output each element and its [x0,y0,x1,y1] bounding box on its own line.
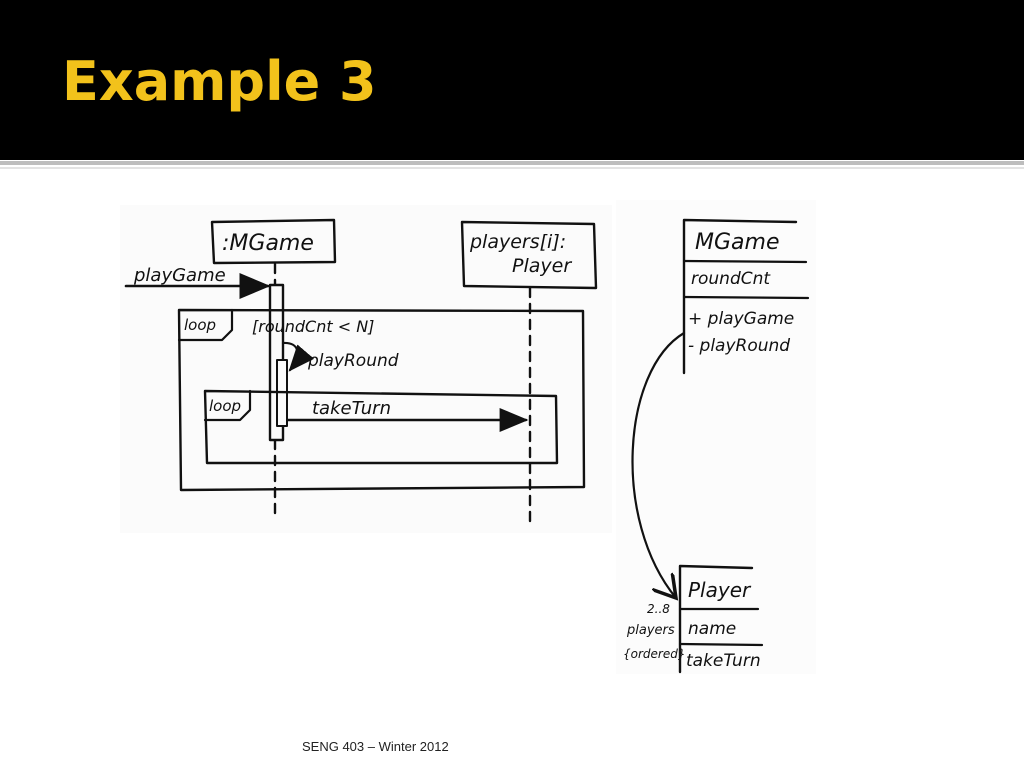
header-divider-shadow [0,167,1024,169]
mgame-lifeline-label: :MGame [222,231,314,256]
outer-loop-label: loop [184,316,216,334]
slide-footer: SENG 403 – Winter 2012 [302,739,449,754]
player-lifeline-box [460,220,598,290]
player-operation: takeTurn [686,651,761,671]
outer-loop-guard: [roundCnt < N] [252,317,374,336]
class-diagram [631,218,810,674]
sequence-diagram [124,218,598,524]
mgame-attr-divider [682,295,810,300]
slide-header [0,0,1024,160]
mgame-lifeline-box [210,218,337,265]
slide-title: Example 3 [62,50,377,113]
play-round-label: playRound [307,351,399,371]
mgame-name-divider [682,259,808,264]
mgame-operation-2: - playRound [688,336,790,356]
player-lifeline-label-line2: Player [512,255,572,277]
header-divider [0,161,1024,165]
inner-loop-label: loop [209,397,241,415]
mgame-class-name: MGame [695,230,779,255]
player-class-name: Player [688,578,752,602]
play-round-arrow [281,341,315,372]
mgame-attribute: roundCnt [691,269,771,289]
association-role: players [626,623,675,638]
player-attr-divider [678,642,764,647]
player-lifeline-label-line1: players[i]: [469,231,566,253]
association-constraint: {ordered} [623,647,685,661]
take-turn-label: takeTurn [312,398,391,419]
outer-loop-tag [177,308,234,342]
player-attribute: name [688,619,736,639]
inner-loop-frame [203,389,559,465]
mgame-class-box [682,218,798,375]
play-game-label: playGame [133,265,226,286]
sequence-diagram-labels: :MGame players[i]: Player playGame loop … [133,231,572,419]
class-diagram-panel [616,200,816,674]
player-class-box [678,564,754,674]
inner-loop-tag [203,389,252,422]
class-diagram-labels: MGame roundCnt + playGame - playRound Pl… [623,230,794,671]
outer-loop-frame [177,308,586,492]
association-multiplicity: 2..8 [647,602,670,616]
mgame-operation-1: + playGame [688,309,794,329]
association-arrow [631,331,686,598]
